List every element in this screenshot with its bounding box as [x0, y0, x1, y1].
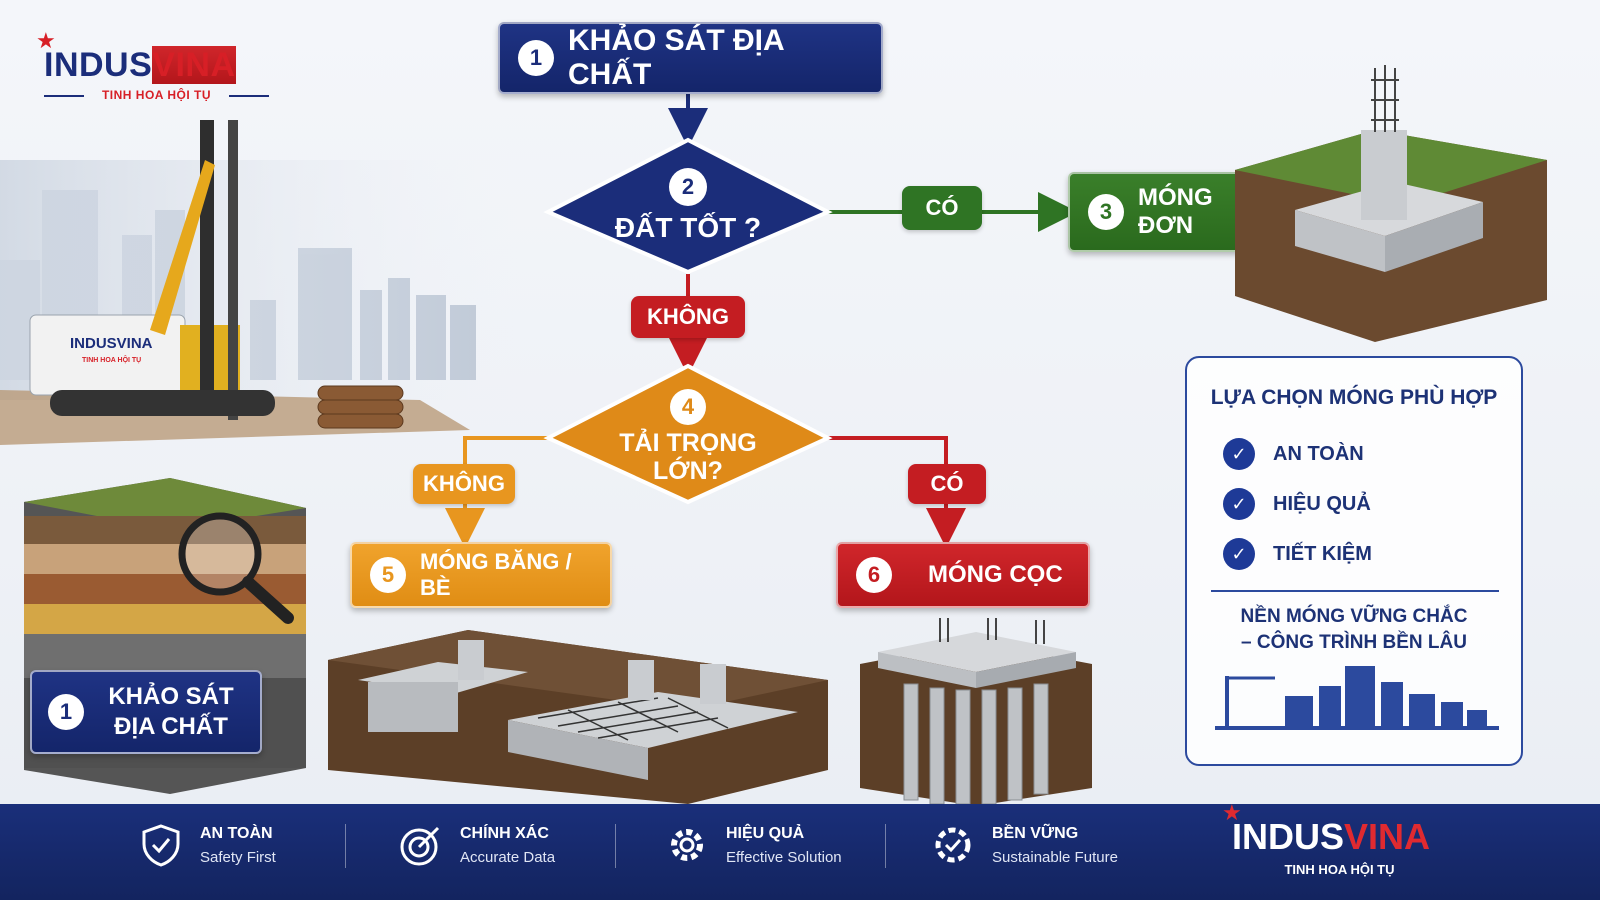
- decision-diamond-2: [543, 137, 833, 275]
- strip-raft-footing-illustration: [328, 630, 828, 804]
- footer-feature-efficiency: HIỆU QUẢ Effective Solution: [664, 822, 842, 868]
- check-circle-icon: ✓: [1223, 488, 1255, 520]
- brand-tagline: TINH HOA HỘI TỤ: [44, 88, 269, 102]
- footer-feature-sustainability: BỀN VỮNG Sustainable Future: [930, 822, 1118, 868]
- gear-check-icon: [935, 827, 971, 863]
- no-tag-soil: KHÔNG: [631, 296, 745, 338]
- pile-foundation-illustration: [860, 618, 1092, 806]
- step-4-number: 4: [670, 389, 706, 425]
- survey-card-line1: KHẢO SÁT: [108, 683, 234, 710]
- feature-subtitle: Sustainable Future: [992, 848, 1118, 866]
- step-5-box: 5 MÓNG BĂNG / BÈ: [350, 542, 612, 608]
- panel-title: LỰA CHỌN MÓNG PHÙ HỢP: [1210, 386, 1498, 409]
- pipe-stack-icon: [317, 385, 404, 429]
- feature-title: BỀN VỮNG: [992, 824, 1079, 842]
- step-6-box: 6 MÓNG CỌC: [836, 542, 1090, 608]
- footer-logo-word: INDUSVINA: [1232, 816, 1431, 857]
- panel-slogan-line1: NỀN MÓNG VỮNG CHẮC: [1240, 606, 1468, 627]
- footer-divider: [345, 824, 346, 868]
- panel-slogan-line2: – CÔNG TRÌNH BỀN LÂU: [1241, 632, 1467, 653]
- footer-divider: [615, 824, 616, 868]
- panel-slogan: NỀN MÓNG VỮNG CHẮC – CÔNG TRÌNH BỀN LÂU: [1187, 604, 1521, 656]
- footer-bar: AN TOÀN Safety First CHÍNH XÁC Accurate …: [0, 800, 1600, 900]
- survey-card-number: 1: [48, 694, 84, 730]
- brand-logo-word: INDUSVINA: [44, 46, 236, 84]
- survey-card-line2: ĐỊA CHẤT: [114, 713, 228, 740]
- feature-subtitle: Effective Solution: [726, 848, 842, 866]
- panel-divider: [1211, 590, 1499, 592]
- target-icon: [400, 826, 440, 866]
- panel-item-label: AN TOÀN: [1273, 442, 1364, 465]
- machine-logo-tagline: TINH HOA HỘI TỤ: [82, 355, 141, 364]
- step-5-label: MÓNG BĂNG / BÈ: [420, 549, 572, 600]
- feature-title: CHÍNH XÁC: [460, 824, 549, 842]
- panel-item-efficiency: ✓ HIỆU QUẢ: [1223, 488, 1371, 520]
- step-4-label-line2: LỚN?: [653, 457, 723, 485]
- star-icon: ★: [36, 28, 56, 53]
- city-skyline-icon: [1215, 666, 1499, 730]
- brand-logo: ★ INDUSVINA TINH HOA HỘI TỤ: [36, 28, 276, 108]
- isolated-footing-illustration: [1235, 65, 1547, 342]
- check-circle-icon: ✓: [1223, 438, 1255, 470]
- pile-columns-icon: [903, 683, 1049, 805]
- footer-feature-accuracy: CHÍNH XÁC Accurate Data: [398, 822, 555, 868]
- construction-site-illustration: INDUSVINA TINH HOA HỘI TỤ: [0, 120, 520, 445]
- step-1-number: 1: [518, 40, 554, 76]
- feature-title: AN TOÀN: [200, 824, 273, 842]
- step-2-label: ĐẤT TỐT ?: [614, 212, 762, 243]
- shield-check-icon: [142, 824, 180, 867]
- footer-logo-tagline: TINH HOA HỘI TỤ: [1284, 862, 1395, 877]
- decision-diamond-4: [543, 363, 833, 505]
- step-3-number: 3: [1088, 194, 1124, 230]
- step-2-number: 2: [669, 168, 707, 206]
- step-3-label: MÓNG ĐƠN: [1138, 184, 1213, 239]
- step-1-label: KHẢO SÁT ĐỊA CHẤT: [568, 24, 784, 91]
- panel-item-label: HIỆU QUẢ: [1273, 492, 1371, 515]
- step-5-number: 5: [370, 557, 406, 593]
- pile-rebar-icon: [939, 618, 1045, 644]
- survey-card: 1 KHẢO SÁT ĐỊA CHẤT: [30, 670, 262, 754]
- drilling-rig-icon: INDUSVINA TINH HOA HỘI TỤ: [29, 120, 275, 420]
- check-circle-icon: ✓: [1223, 538, 1255, 570]
- panel-item-safety: ✓ AN TOÀN: [1223, 438, 1364, 470]
- foundation-choice-panel: LỰA CHỌN MÓNG PHÙ HỢP ✓ AN TOÀN ✓ HIỆU Q…: [1185, 356, 1523, 766]
- step-1-box: 1 KHẢO SÁT ĐỊA CHẤT: [498, 22, 883, 94]
- star-icon: ★: [1222, 800, 1242, 825]
- yes-tag-load: CÓ: [908, 464, 986, 504]
- step-6-label: MÓNG CỌC: [928, 561, 1063, 588]
- rebar-icon: [1371, 65, 1399, 132]
- panel-item-label: TIẾT KIỆM: [1273, 542, 1372, 565]
- footer-divider: [885, 824, 886, 868]
- feature-subtitle: Safety First: [200, 848, 276, 866]
- machine-logo-text: INDUSVINA: [70, 335, 153, 352]
- footer-feature-safety: AN TOÀN Safety First: [138, 822, 276, 868]
- panel-item-saving: ✓ TIẾT KIỆM: [1223, 538, 1372, 570]
- gear-icon: [671, 829, 703, 861]
- step-4-label-line1: TẢI TRỌNG: [619, 429, 757, 457]
- feature-title: HIỆU QUẢ: [726, 824, 805, 842]
- step-4-content: 4 TẢI TRỌNG LỚN?: [598, 382, 778, 492]
- yes-tag-soil: CÓ: [902, 186, 982, 230]
- magnifier-icon: [178, 512, 294, 624]
- step-2-content: 2 ĐẤT TỐT ?: [598, 156, 778, 256]
- step-6-number: 6: [856, 557, 892, 593]
- no-tag-load: KHÔNG: [413, 464, 515, 504]
- rebar-mesh-icon: [537, 697, 729, 741]
- feature-subtitle: Accurate Data: [460, 848, 556, 866]
